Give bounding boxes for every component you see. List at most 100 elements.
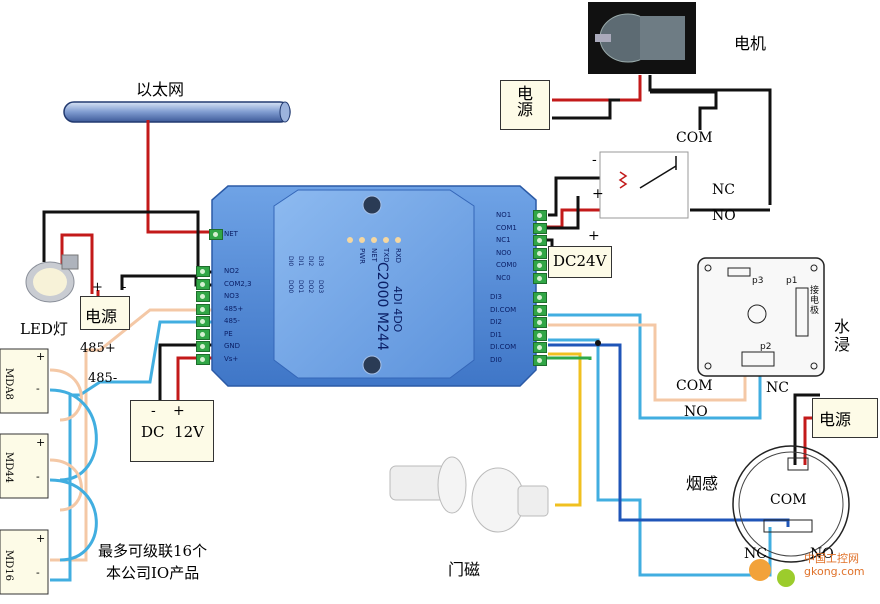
motor-label: 电机 xyxy=(734,34,767,53)
right-terminal-label: DI.COM xyxy=(490,343,517,351)
device-do-led-label: DO0 xyxy=(287,280,294,294)
relay-coil-plus: + xyxy=(592,186,604,202)
led-bulb-image xyxy=(25,254,79,303)
terminal-screw xyxy=(209,229,223,240)
left-terminal-label: 485- xyxy=(224,317,240,325)
dc12v-minus: - xyxy=(151,403,156,419)
terminal-screw xyxy=(196,328,210,340)
slave-3-minus: - xyxy=(36,566,40,579)
device-di-led-label: DI2 xyxy=(307,256,314,267)
left-terminal-label: NO2 xyxy=(224,267,240,275)
rs485-plus-label: 485+ xyxy=(80,341,116,356)
terminal-screw xyxy=(533,222,547,234)
water-com-label: COM xyxy=(676,378,713,394)
power-box-smoke: 电源 xyxy=(812,398,878,438)
device-led-label: NET xyxy=(370,248,378,262)
device-di-led-label: DI0 xyxy=(287,256,294,267)
device-led-label: TXD xyxy=(382,248,390,263)
terminal-screw xyxy=(533,292,547,303)
relay xyxy=(599,151,689,219)
device-do-led-label: DO3 xyxy=(317,280,324,294)
device-io: 4DI 4DO xyxy=(391,286,404,333)
right-terminal-label: COM0 xyxy=(496,261,517,269)
water-sensor-board xyxy=(697,257,825,377)
left-terminal-label: GND xyxy=(224,342,241,350)
relay-no-label: NO xyxy=(712,208,736,224)
device-do-led-label: DO1 xyxy=(297,280,304,294)
water-electrode-label: 接 电 极 xyxy=(810,286,820,316)
wire-junction xyxy=(595,340,601,346)
water-p1: p1 xyxy=(786,276,798,286)
ethernet-label: 以太网 xyxy=(136,80,185,99)
right-terminal-label: NO1 xyxy=(496,211,512,219)
terminal-screw xyxy=(533,342,547,353)
left-terminal-label: Vs+ xyxy=(224,354,239,363)
power-box-motor-label: 电源 xyxy=(514,85,533,117)
right-terminal-label: NC1 xyxy=(496,236,511,244)
power-box-smoke-label: 电源 xyxy=(819,410,852,429)
power-box-led-label: 电源 xyxy=(85,307,118,326)
cascade-note-line2: 本公司IO产品 xyxy=(106,564,200,582)
device-led-label: PWR xyxy=(358,248,366,265)
device-do-led-label: DO2 xyxy=(307,280,314,294)
slave-1-name: MDA8 xyxy=(3,368,14,400)
right-terminal-label: DI1 xyxy=(490,330,502,339)
terminal-screw xyxy=(533,247,547,259)
dc24v-box: DC24V xyxy=(548,246,612,278)
left-terminal-label: NET xyxy=(224,230,238,238)
slave-2-plus: + xyxy=(36,436,46,449)
terminal-screw xyxy=(196,353,210,365)
terminal-screw xyxy=(533,210,547,221)
left-terminal-label: PE xyxy=(224,329,233,338)
rs485-minus-label: 485- xyxy=(88,371,118,386)
dc12v-plus: + xyxy=(173,403,185,419)
ethernet-cable xyxy=(63,101,291,123)
slave-3-name: MD16 xyxy=(3,550,14,581)
water-label: 水 浸 xyxy=(834,317,851,354)
right-terminal-label: NC0 xyxy=(496,273,511,282)
terminal-screw xyxy=(196,303,210,315)
right-terminal-label: DI.COM xyxy=(490,305,517,314)
terminal-screw xyxy=(196,341,210,352)
door-magnet-image xyxy=(389,456,549,533)
slave-1-plus: + xyxy=(36,350,46,363)
water-no-label: NO xyxy=(684,404,708,420)
slave-2-minus: - xyxy=(36,470,40,483)
terminal-screw xyxy=(533,260,547,271)
cascade-note-line1: 最多可级联16个 xyxy=(98,542,208,560)
door-label: 门磁 xyxy=(448,560,481,579)
device-di-led-label: DI1 xyxy=(297,256,304,267)
led-power-plus: + xyxy=(92,280,103,295)
left-terminal-label: 485+ xyxy=(224,304,244,313)
relay-nc-label: NC xyxy=(712,182,735,198)
dc12v-box: - + DC 12V xyxy=(130,400,214,462)
smoke-no-label: NO xyxy=(810,546,834,562)
watermark-text: 中国工控网 gkong.com xyxy=(804,552,865,578)
terminal-screw xyxy=(533,304,547,316)
left-terminal-label: COM2,3 xyxy=(224,279,252,288)
power-box-motor: 电源 xyxy=(500,80,550,130)
left-terminal-label: NO3 xyxy=(224,292,240,300)
smoke-com-label: COM xyxy=(770,492,807,508)
slave-1-minus: - xyxy=(36,382,40,395)
dc24v-label: DC24V xyxy=(553,252,607,270)
terminal-screw xyxy=(533,272,547,284)
smoke-sensor xyxy=(732,445,850,563)
dc12v-label: DC 12V xyxy=(141,423,204,441)
device-model: C2000 M244 xyxy=(374,262,390,351)
right-terminal-label: DI2 xyxy=(490,318,502,326)
terminal-screw xyxy=(533,329,547,341)
terminal-screw xyxy=(196,316,210,327)
terminal-screw xyxy=(196,266,210,277)
motor-image xyxy=(588,2,696,74)
dc24v-plus: + xyxy=(588,228,600,244)
terminal-screw xyxy=(196,278,210,290)
right-terminal-label: NO0 xyxy=(496,248,512,257)
water-nc-label: NC xyxy=(766,380,789,396)
right-terminal-label: DI3 xyxy=(490,293,502,301)
terminal-screw xyxy=(533,235,547,246)
terminal-screw xyxy=(533,354,547,366)
c2000-module xyxy=(211,185,537,387)
device-di-led-label: DI3 xyxy=(317,256,324,267)
